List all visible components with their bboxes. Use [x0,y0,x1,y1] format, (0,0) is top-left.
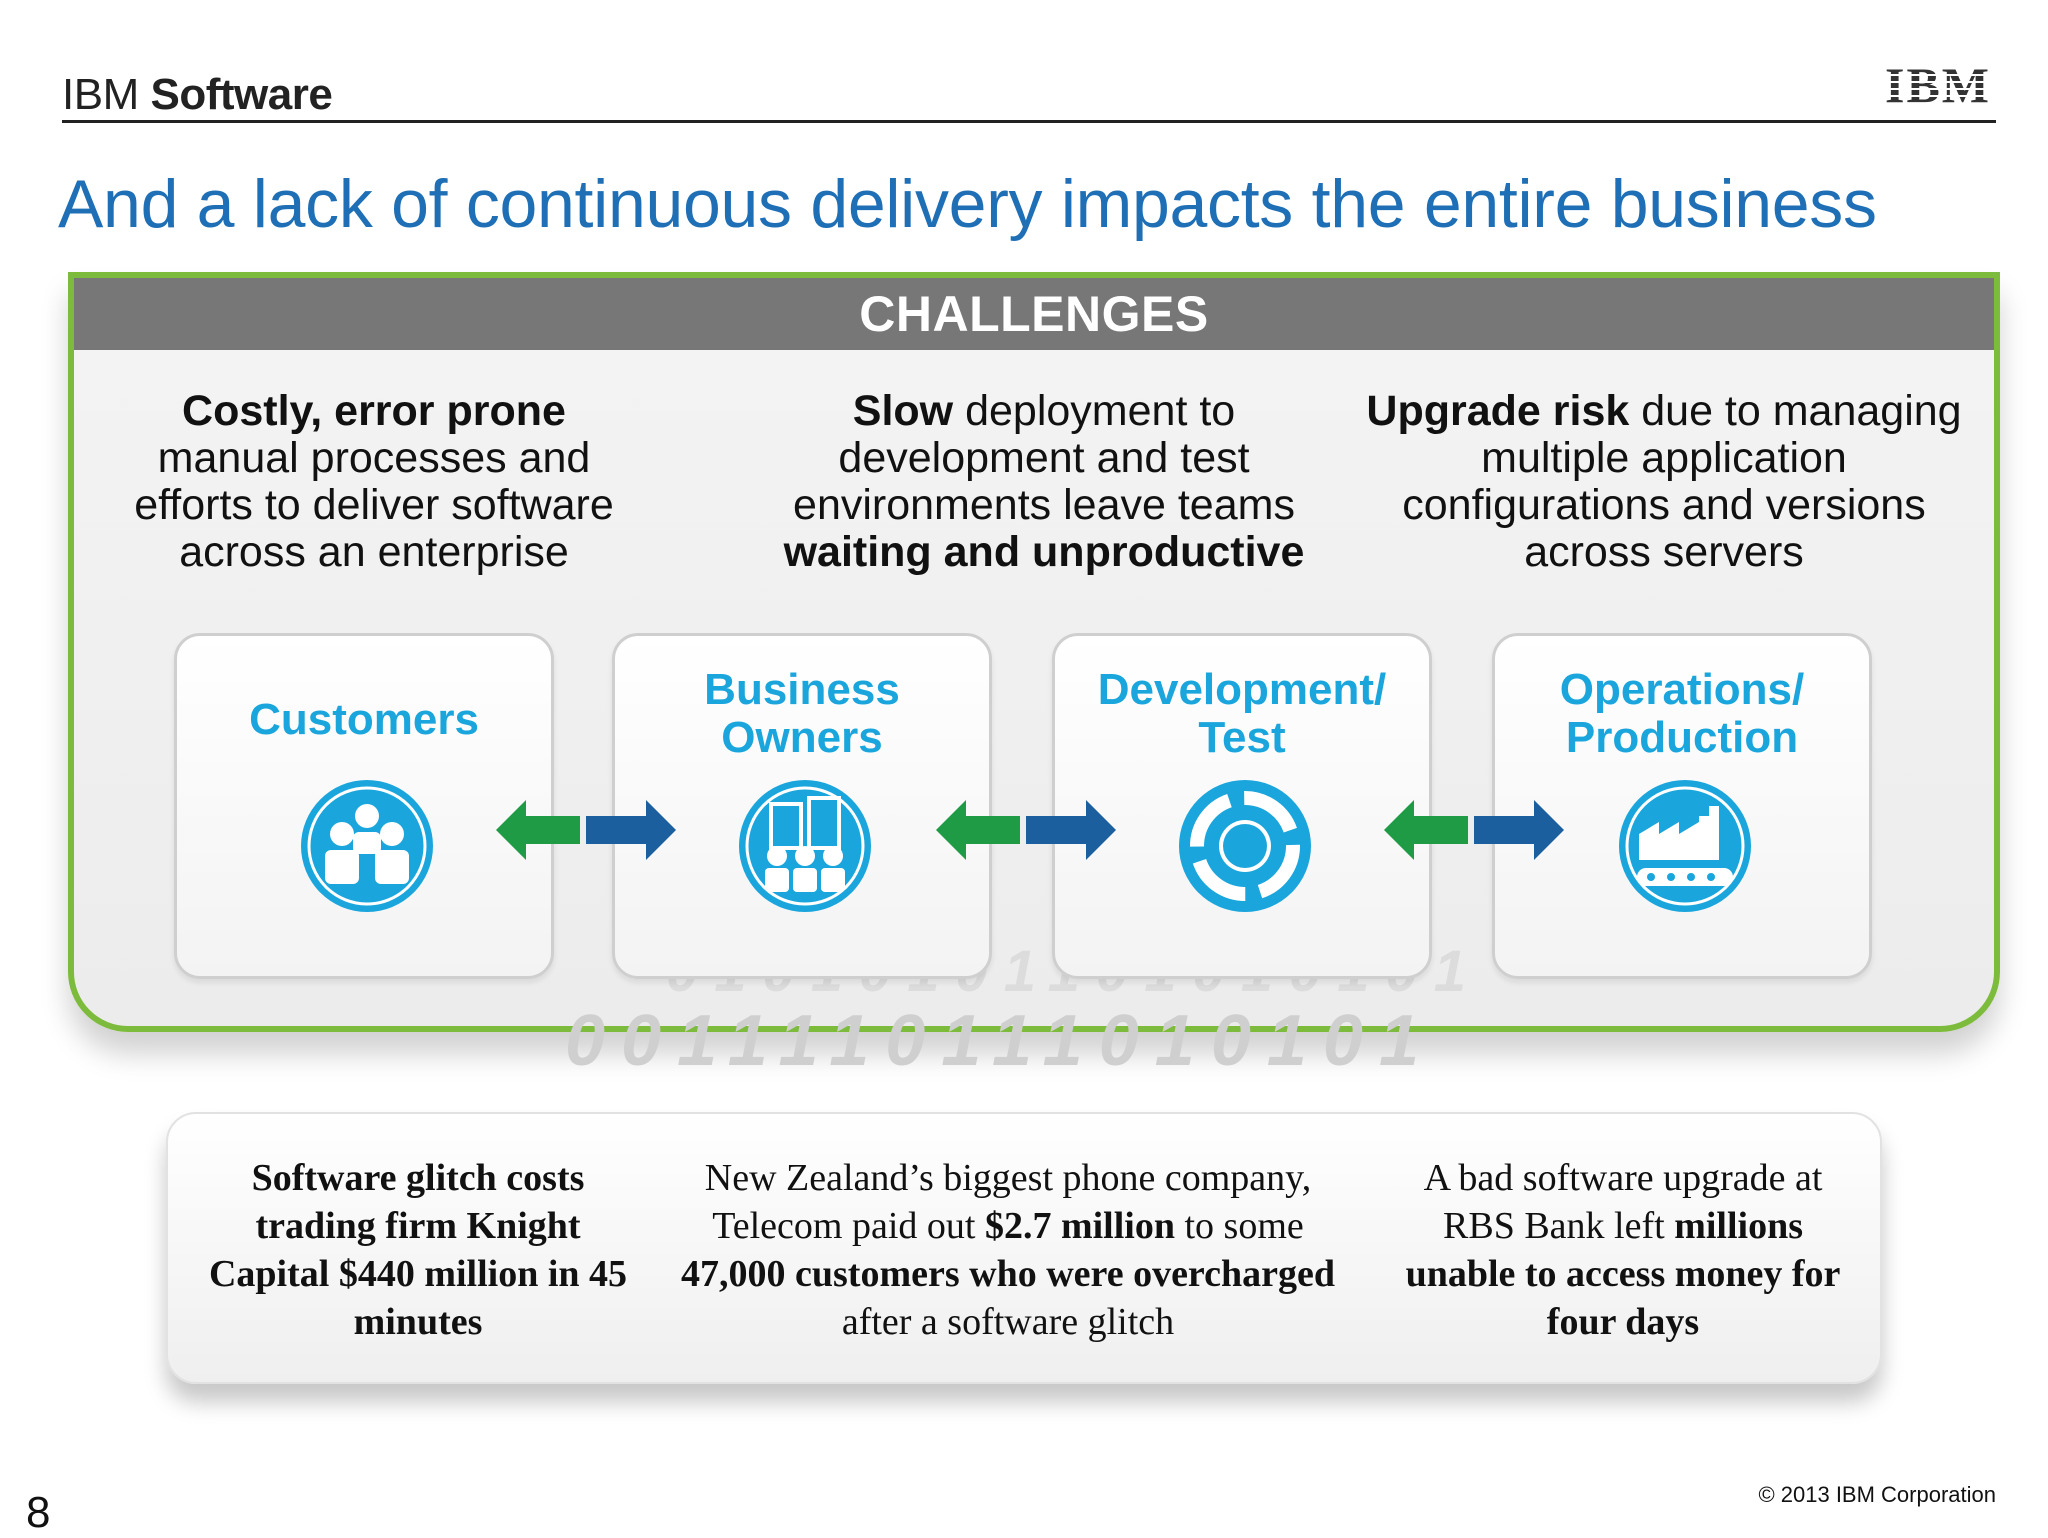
challenge-slow-bold-end: waiting and unproductive [783,528,1305,576]
challenge-upgrade-text: due to managing multiple application con… [1402,387,1962,576]
page-number: 8 [26,1488,51,1537]
double-arrow-icon [936,800,1116,860]
double-arrow-icon [496,800,676,860]
customers-icon [301,780,433,912]
slide-title: And a lack of continuous delivery impact… [58,166,1877,242]
business-owners-icon [739,780,871,912]
story-telecom: New Zealand’s biggest phone company, Tel… [658,1154,1358,1346]
challenge-cost-bold: Costly, error prone [182,387,566,435]
story-telecom-e: after a software glitch [841,1301,1175,1343]
card-business-owners-line1: Business [704,665,900,714]
card-business-owners: Business Owners [612,633,992,979]
challenge-upgrade-bold: Upgrade risk [1366,387,1630,435]
story-telecom-b: $2.7 million [984,1205,1175,1247]
challenges-heading: CHALLENGES [74,278,1994,350]
double-arrow-icon [1384,800,1564,860]
brand-wordmark: IBM Software [62,70,333,120]
story-telecom-c: to some [1184,1205,1304,1247]
challenge-slow-text: deployment to development and test envir… [793,387,1295,529]
card-development-test-line1: Development/ [1097,665,1387,714]
challenge-cost: Costly, error prone manual processes and… [94,388,654,576]
ibm-logo: IBM [1880,60,1996,108]
story-knight-capital-text: Software glitch costs trading firm Knigh… [208,1157,628,1343]
factory-icon [1619,780,1751,912]
card-operations-production-line1: Operations/ [1559,665,1805,714]
challenge-slow: Slow deployment to development and test … [734,388,1354,576]
story-rbs-b: millions unable to access money for four… [1405,1205,1841,1343]
story-telecom-d: 47,000 customers who were overcharged [681,1253,1335,1295]
stories-box: Software glitch costs trading firm Knigh… [166,1112,1882,1384]
story-rbs: A bad software upgrade at RBS Bank left … [1388,1154,1858,1346]
card-development-test-line2: Test [1198,713,1286,762]
card-customers: Customers [174,633,554,979]
development-cycle-icon [1179,780,1311,912]
copyright: © 2013 IBM Corporation [1758,1482,1996,1507]
challenge-cost-text: manual processes and efforts to deliver … [134,434,614,576]
header-rule [62,120,1996,123]
card-business-owners-label: Business Owners [615,666,989,762]
card-operations-production-label: Operations/ Production [1495,666,1869,762]
card-customers-line1: Customers [249,695,479,744]
card-customers-label: Customers [177,696,551,744]
challenge-upgrade: Upgrade risk due to managing multiple ap… [1344,388,1984,576]
card-development-test: Development/ Test [1052,633,1432,979]
card-operations-production-line2: Production [1565,713,1799,762]
challenge-slow-bold: Slow [852,387,954,435]
story-knight-capital: Software glitch costs trading firm Knigh… [208,1154,628,1346]
binary-row-2: 0011110111010101 [565,1001,1435,1081]
card-business-owners-line2: Owners [721,713,883,762]
brand-light: IBM [62,70,139,119]
story-telecom-a: New Zealand’s biggest phone company, Tel… [704,1157,1312,1247]
card-development-test-label: Development/ Test [1055,666,1429,762]
story-rbs-a: A bad software upgrade at RBS Bank left [1423,1157,1823,1247]
card-operations-production: Operations/ Production [1492,633,1872,979]
brand-bold: Software [150,70,333,119]
